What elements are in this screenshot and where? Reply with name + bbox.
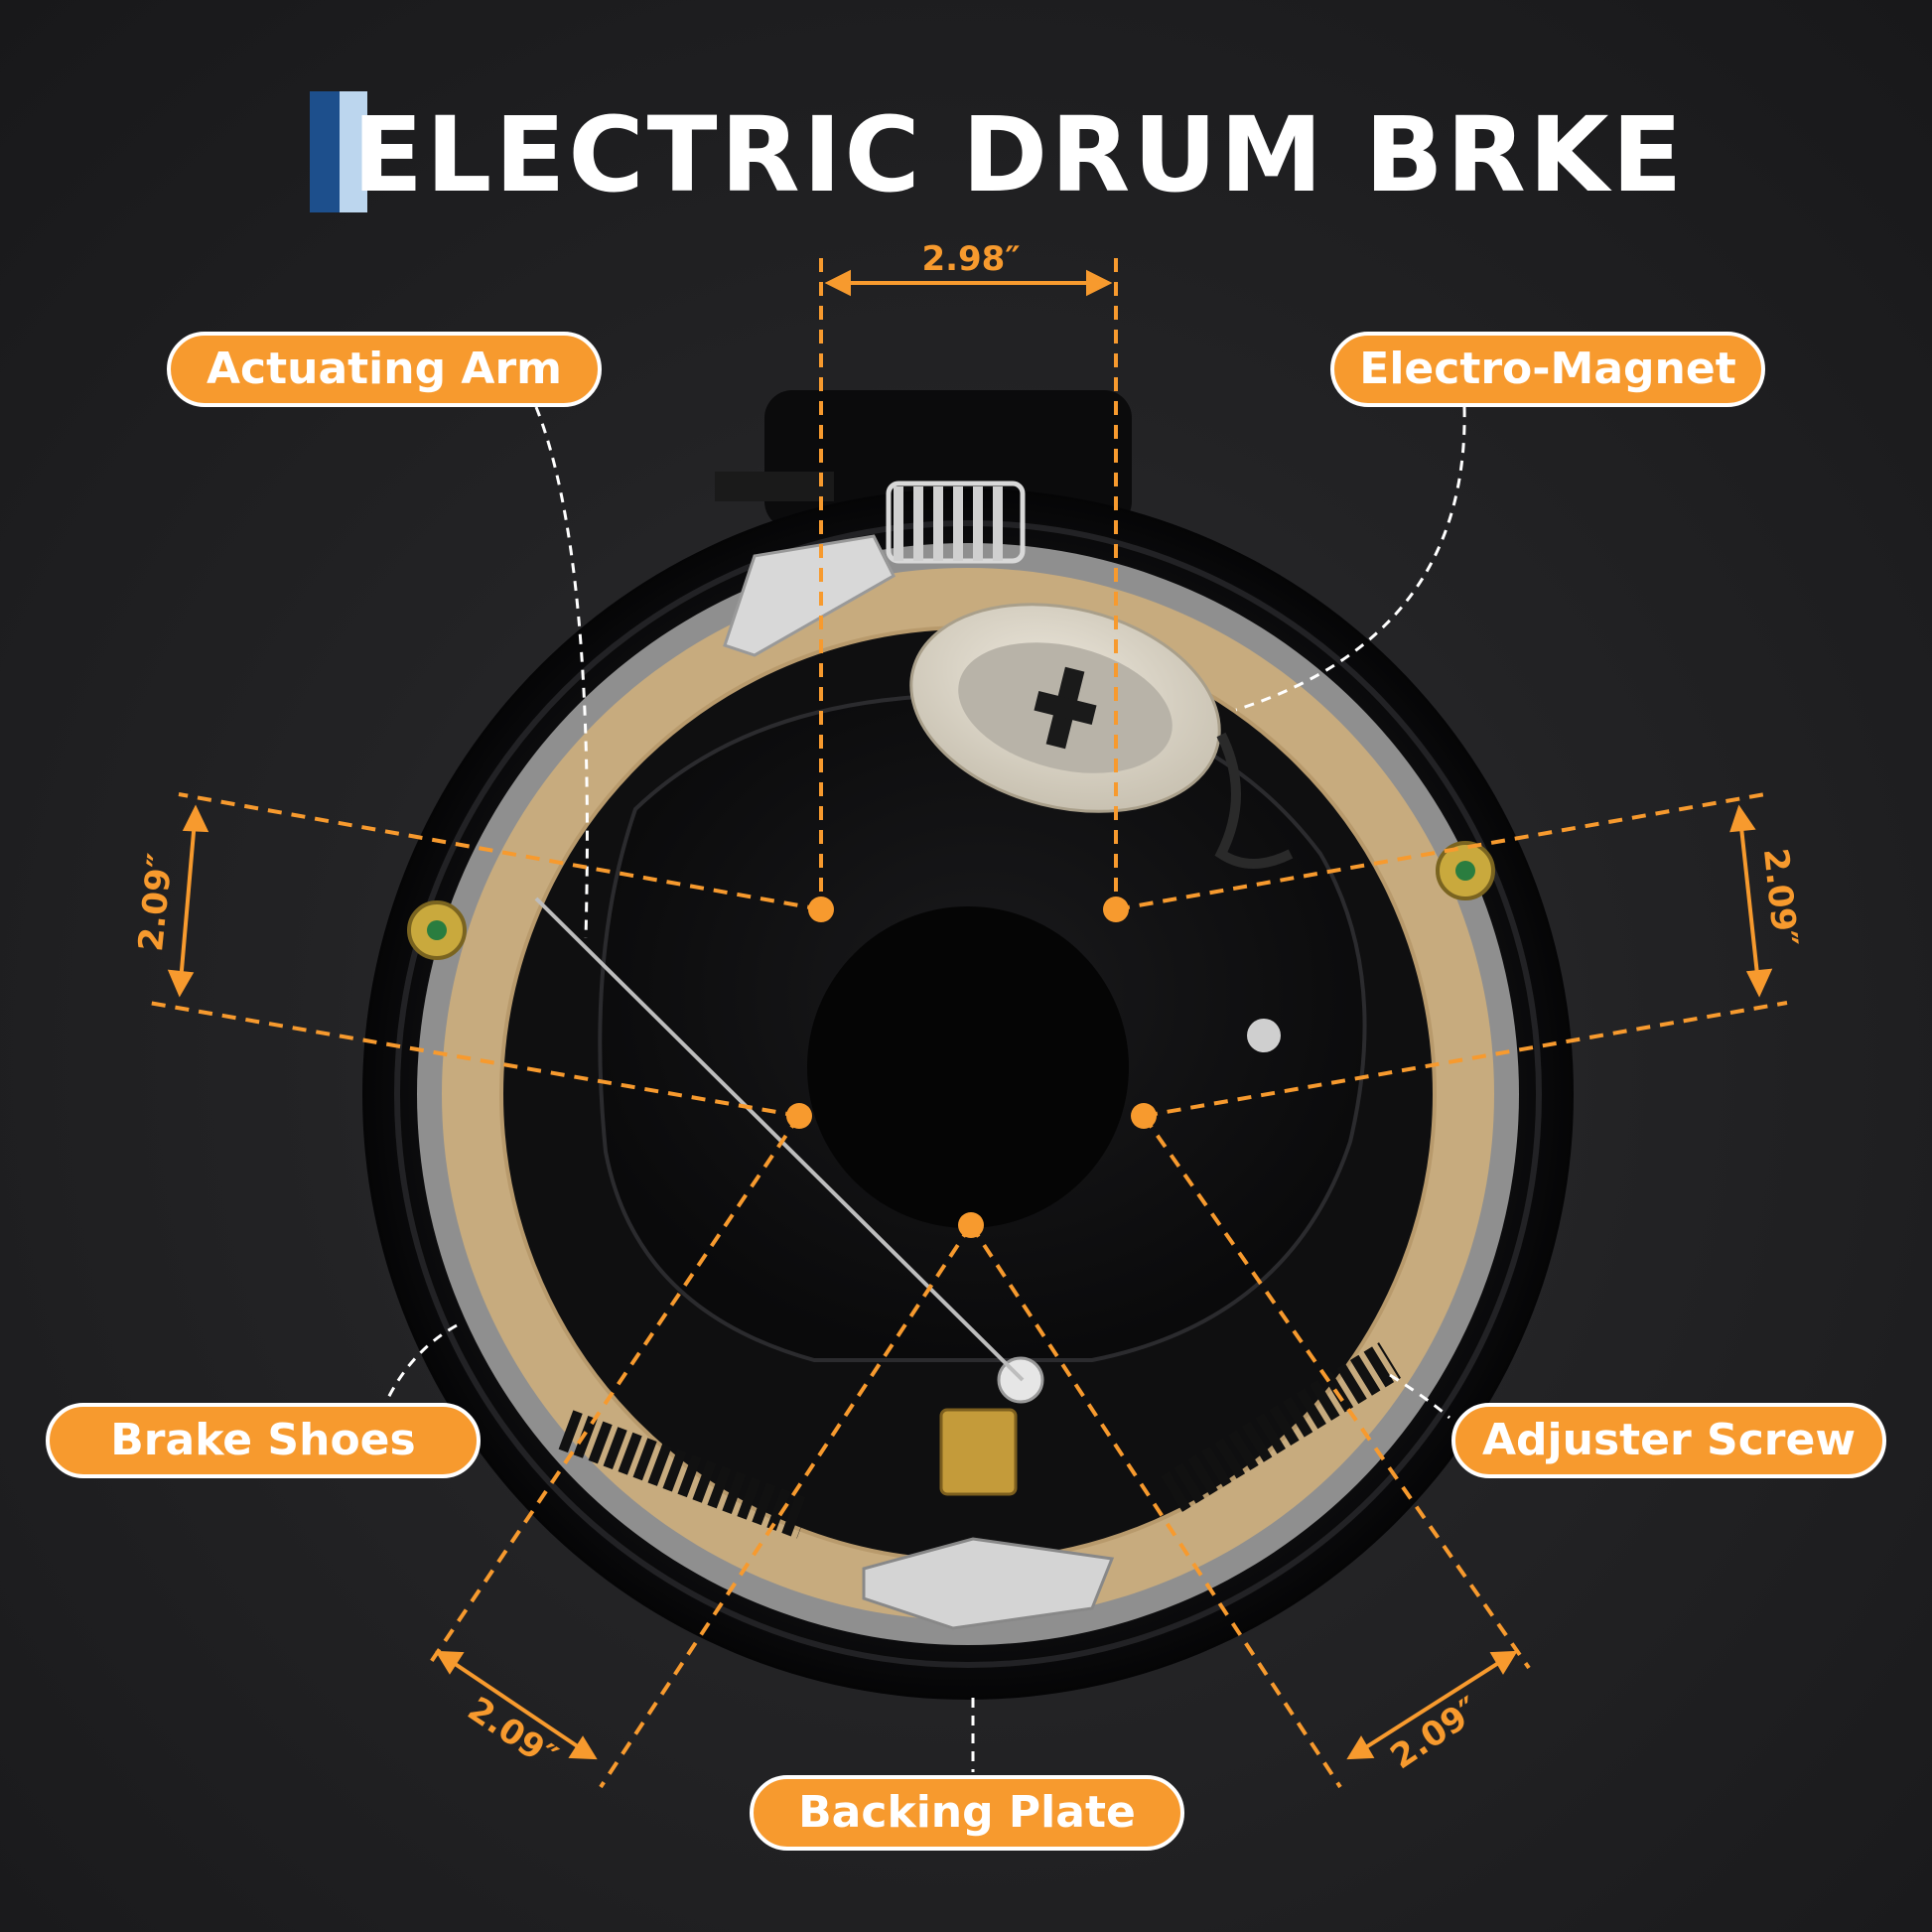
hold-down-pin-left-center bbox=[427, 920, 447, 940]
center-hole bbox=[807, 906, 1129, 1228]
dim-left-guide-top bbox=[178, 792, 822, 911]
label-adjuster-screw: Adjuster Screw bbox=[1451, 1403, 1886, 1478]
adjuster-plate bbox=[862, 1537, 1115, 1630]
dim-left-arrow bbox=[178, 808, 198, 994]
magnet-wire bbox=[1214, 732, 1294, 869]
callout-leaders bbox=[385, 406, 1466, 1772]
title-accent-bar-light bbox=[340, 91, 367, 212]
dim-top-arrowhead-left bbox=[824, 269, 851, 297]
dim-label-left: 2.09″ bbox=[131, 851, 181, 953]
dim-br-guide-2 bbox=[969, 1223, 1342, 1789]
dimension-arrows bbox=[167, 269, 1773, 1760]
dim-right-arrowhead-bottom bbox=[1745, 968, 1773, 998]
actuating-cable bbox=[534, 897, 1025, 1382]
adjuster-screw bbox=[939, 1408, 1018, 1496]
label-actuating-arm: Actuating Arm bbox=[167, 332, 602, 407]
magnet-key-horizontal bbox=[1034, 691, 1097, 725]
dim-br-arrow bbox=[1348, 1651, 1516, 1759]
dim-right-guide-bottom bbox=[1143, 1001, 1788, 1118]
leader-actuating-arm bbox=[534, 406, 589, 939]
page-title: ELECTRIC DRUM BRKE bbox=[352, 94, 1686, 215]
bottom-spring-right bbox=[1161, 1342, 1401, 1512]
dim-right-arrowhead-top bbox=[1729, 804, 1756, 833]
leader-brake-shoes bbox=[385, 1323, 458, 1401]
dimension-lines bbox=[148, 258, 1788, 1789]
bottom-hardware bbox=[534, 897, 1401, 1630]
dim-top-arrowhead-right bbox=[1086, 269, 1113, 297]
bolt-marker-1 bbox=[808, 897, 834, 922]
dim-br-arrowhead-right bbox=[1489, 1650, 1518, 1675]
leader-adjuster-screw bbox=[1389, 1373, 1451, 1420]
dim-right-guide-top bbox=[1115, 792, 1766, 911]
inner-plate bbox=[598, 692, 1367, 1362]
actuating-arm-bracket bbox=[715, 472, 834, 501]
hold-down-pin-right-center bbox=[1455, 861, 1475, 881]
dim-br-guide-1 bbox=[1142, 1114, 1531, 1670]
title-accent-bar bbox=[310, 91, 340, 212]
label-electro-magnet: Electro-Magnet bbox=[1330, 332, 1765, 407]
dim-bl-arrowhead-right bbox=[568, 1735, 598, 1760]
dim-left-guide-bottom bbox=[148, 1001, 800, 1118]
bolt-marker-3 bbox=[786, 1103, 812, 1129]
top-hardware bbox=[715, 472, 1026, 657]
leader-electro-magnet bbox=[1235, 406, 1466, 712]
dim-right-arrow bbox=[1737, 808, 1761, 994]
dim-bl-arrow bbox=[437, 1651, 596, 1759]
bolt-marker-5 bbox=[958, 1212, 984, 1238]
dim-left-arrowhead-top bbox=[182, 804, 209, 833]
bolt-hole-markers bbox=[786, 897, 1157, 1238]
bolt-marker-2 bbox=[1103, 897, 1129, 922]
dim-bl-guide-1 bbox=[425, 1114, 801, 1670]
dim-label-right: 2.09″ bbox=[1755, 846, 1805, 948]
bolt-marker-4 bbox=[1131, 1103, 1157, 1129]
actuating-arm-lever bbox=[723, 534, 896, 657]
dim-br-arrowhead-left bbox=[1346, 1735, 1375, 1760]
backing-plate-rim-edge bbox=[394, 520, 1542, 1668]
plate-hole-small bbox=[1247, 1019, 1281, 1052]
label-brake-shoes: Brake Shoes bbox=[46, 1403, 481, 1478]
hold-down-pins bbox=[407, 841, 1495, 960]
dim-label-top: 2.98″ bbox=[921, 239, 1020, 279]
bottom-spring-left bbox=[558, 1410, 812, 1539]
dim-bl-arrowhead-left bbox=[435, 1650, 465, 1675]
top-spring-coils bbox=[894, 486, 1003, 561]
label-backing-plate: Backing Plate bbox=[750, 1775, 1184, 1851]
electro-magnet bbox=[909, 603, 1221, 813]
dim-left-arrowhead-bottom bbox=[167, 969, 195, 998]
dim-bl-guide-2 bbox=[599, 1223, 973, 1789]
